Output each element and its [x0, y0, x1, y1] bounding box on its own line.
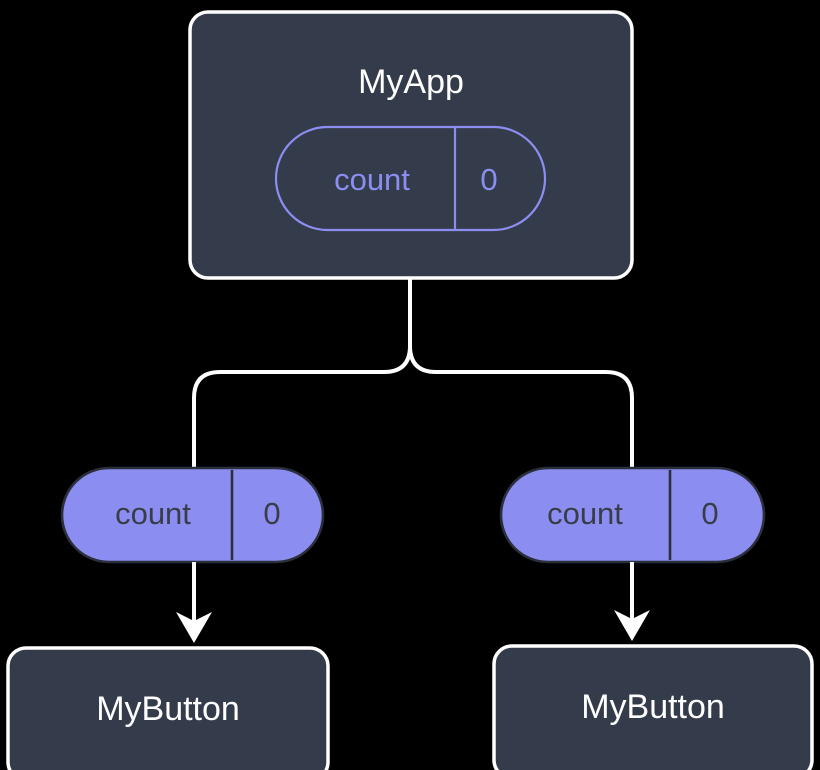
branch-left: count 0 MyButton — [6, 466, 330, 770]
node-mybutton-left-box[interactable] — [6, 646, 330, 770]
state-pill-left-shape[interactable] — [60, 466, 325, 564]
connector-group — [192, 278, 634, 468]
node-mybutton-right-label: MyButton — [581, 688, 725, 726]
node-myapp[interactable]: MyApp count 0 — [188, 10, 634, 280]
state-pill-left-key: count — [115, 496, 191, 531]
node-myapp-box[interactable] — [188, 10, 634, 280]
state-pill-root-value: 0 — [480, 162, 497, 197]
state-pill-left-value: 0 — [263, 496, 280, 531]
state-pill-root-key: count — [334, 162, 410, 197]
node-mybutton-right-box[interactable] — [492, 644, 814, 770]
state-pill-right-value: 0 — [701, 496, 718, 531]
node-mybutton-right[interactable]: MyButton — [492, 644, 814, 770]
state-pill-root-shape[interactable] — [274, 125, 547, 232]
node-mybutton-left-label: MyButton — [96, 690, 240, 728]
branch-right: count 0 MyButton — [492, 466, 814, 770]
arrow-right — [614, 562, 650, 641]
arrow-right-head — [614, 610, 650, 641]
state-pill-right-shape[interactable] — [499, 466, 766, 564]
state-pill-root[interactable]: count 0 — [274, 125, 547, 232]
state-pill-right[interactable]: count 0 — [499, 466, 766, 564]
node-mybutton-left[interactable]: MyButton — [6, 646, 330, 770]
state-pill-right-key: count — [547, 496, 623, 531]
node-myapp-label: MyApp — [358, 63, 464, 101]
connector-fork-right — [408, 345, 634, 468]
arrow-left — [176, 562, 212, 643]
state-pill-left[interactable]: count 0 — [60, 466, 325, 564]
connector-fork-left — [192, 345, 412, 468]
arrow-left-head — [176, 612, 212, 643]
